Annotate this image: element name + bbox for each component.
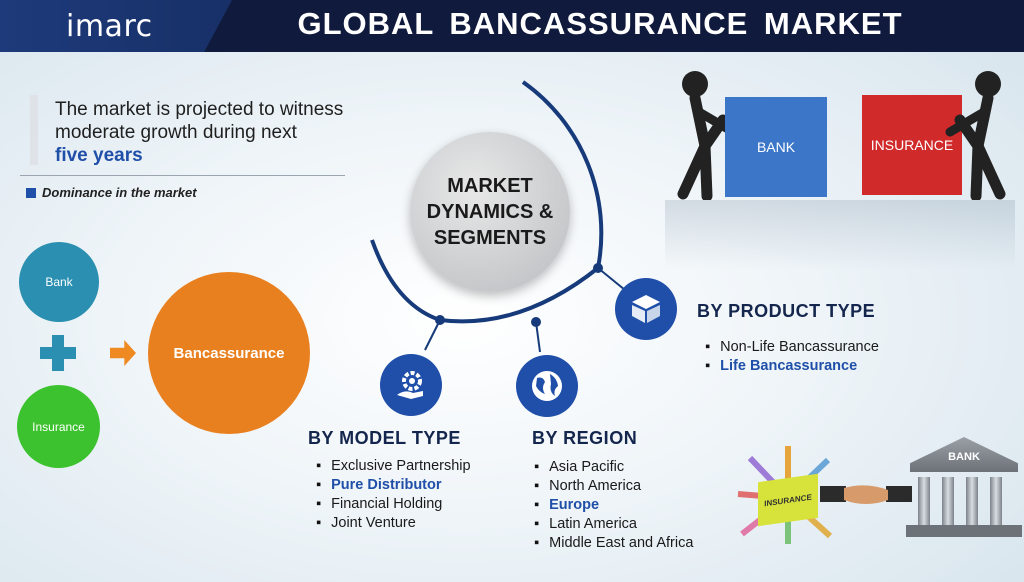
- model-item: Pure Distributor: [316, 476, 471, 495]
- globe-icon: [516, 355, 578, 417]
- header-bar: imarc GLOBAL BANCASSURANCE MARKET: [0, 0, 1024, 52]
- puzzle-bank: BANK: [725, 97, 827, 197]
- stick-figure-right-icon: [945, 71, 1006, 200]
- intro-text: The market is projected to witness moder…: [55, 98, 395, 167]
- bank-building-icon: BANK: [906, 437, 1022, 537]
- intro-highlight: five years: [55, 145, 143, 166]
- center-line-3: SEGMENTS: [433, 227, 547, 249]
- page-title: GLOBAL BANCASSURANCE MARKET: [297, 6, 903, 41]
- square-bullet-icon: [26, 188, 36, 198]
- product-type-title: BY PRODUCT TYPE: [697, 301, 876, 321]
- puzzle-insurance-label: INSURANCE: [870, 137, 954, 153]
- model-item: Exclusive Partnership: [316, 457, 470, 476]
- connector-region: [535, 321, 541, 353]
- plus-icon: [40, 335, 76, 371]
- bank-column: [942, 477, 954, 525]
- product-item: Non-Life Bancassurance: [705, 338, 879, 357]
- center-line-2: DYNAMICS &: [426, 201, 554, 223]
- market-dynamics-circle: MARKET DYNAMICS & SEGMENTS: [410, 132, 570, 292]
- model-type-title: BY MODEL TYPE: [308, 428, 461, 448]
- intro-accent-bar: [30, 95, 38, 165]
- region-item: Latin America: [534, 515, 693, 534]
- bank-circle-label: Bank: [45, 275, 73, 289]
- model-type-list: Exclusive Partnership Pure Distributor F…: [316, 457, 471, 533]
- bank-column: [918, 477, 930, 525]
- boxes-icon: [615, 278, 677, 340]
- region-title: BY REGION: [532, 428, 638, 448]
- arc-node-product: [593, 263, 603, 273]
- bancassurance-circle: Bancassurance: [148, 272, 310, 434]
- bank-circle: Bank: [19, 242, 99, 322]
- puzzle-insurance: INSURANCE: [862, 95, 962, 195]
- puzzle-reflection: [665, 200, 1015, 270]
- intro-line-2: moderate growth during next: [55, 122, 297, 143]
- dominance-label: Dominance in the market: [42, 185, 197, 200]
- imarc-logo: imarc: [66, 9, 153, 44]
- model-item: Joint Venture: [316, 514, 471, 533]
- intro-line-1: The market is projected to witness: [55, 99, 344, 120]
- region-list: Asia Pacific North America Europe Latin …: [534, 458, 693, 553]
- insurance-circle: Insurance: [17, 385, 100, 468]
- arc-node-model: [435, 315, 445, 325]
- bank-column: [966, 477, 978, 525]
- arc-node-region: [531, 317, 541, 327]
- region-item: North America: [534, 477, 693, 496]
- bancassurance-circle-label: Bancassurance: [173, 344, 285, 362]
- connector-model: [424, 319, 441, 351]
- puzzle-bank-label: BANK: [756, 139, 796, 155]
- bank-column: [990, 477, 1002, 525]
- dominance-heading: Dominance in the market: [26, 185, 197, 200]
- logo-block: imarc: [0, 0, 232, 52]
- bank-building-sign: BANK: [910, 437, 1018, 472]
- insurance-circle-label: Insurance: [32, 419, 85, 434]
- handshake-icon: [820, 485, 912, 504]
- region-item: Europe: [534, 496, 693, 515]
- connector-product: [597, 267, 626, 291]
- region-item: Middle East and Africa: [534, 534, 693, 553]
- insurance-block-label: INSURANCE: [764, 492, 812, 508]
- model-item: Financial Holding: [316, 495, 471, 514]
- intro-divider: [20, 175, 345, 176]
- product-item: Life Bancassurance: [705, 357, 879, 376]
- arc-line: [370, 80, 604, 324]
- center-line-1: MARKET: [447, 175, 533, 197]
- bank-base: [906, 525, 1022, 537]
- product-type-list: Non-Life Bancassurance Life Bancassuranc…: [705, 338, 879, 376]
- region-item: Asia Pacific: [534, 458, 693, 477]
- gear-hand-icon: [380, 354, 442, 416]
- insurance-block: INSURANCE: [758, 473, 818, 527]
